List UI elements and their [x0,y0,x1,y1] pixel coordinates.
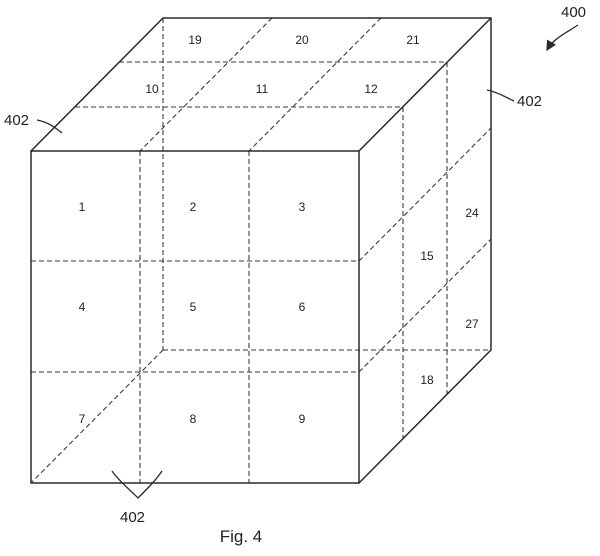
leader-line [36,119,63,134]
right-face-grid [358,62,492,439]
cell-label: 5 [190,300,197,314]
cell-label: 21 [406,33,420,47]
cell-label: 15 [420,249,434,263]
cell-label: 9 [299,412,306,426]
reference-402-bottom: 402 [111,470,163,526]
cell-label: 8 [190,412,197,426]
bracket-icon [111,470,163,499]
reference-402-right: 402 [486,89,542,110]
reference-numeral: 402 [517,93,542,110]
reference-numeral: 402 [4,112,29,129]
cell-label: 7 [79,412,86,426]
cell-label: 3 [299,200,306,214]
front-face-grid [31,151,359,483]
reference-400: 400 [546,4,586,52]
hidden-back-edges [30,18,491,484]
cell-label: 1 [79,200,86,214]
figure-caption: Fig. 4 [219,527,263,546]
cell-label: 12 [364,82,378,96]
reference-numeral: 400 [561,4,586,21]
arrow-icon [546,24,579,52]
top-face-grid [75,17,447,152]
leader-line [486,89,515,102]
cell-label: 11 [256,82,269,96]
cell-label: 19 [188,33,202,47]
cell-label: 10 [145,82,159,96]
cell-labels: 1 2 3 4 5 6 7 8 9 10 11 12 19 20 21 15 1… [79,33,479,426]
reference-numeral: 402 [120,509,145,526]
cube-outline [30,17,492,484]
cell-label: 2 [190,200,197,214]
cell-label: 4 [79,300,86,314]
cell-label: 6 [299,300,306,314]
cell-label: 24 [465,206,479,220]
cell-label: 27 [465,317,479,331]
cell-label: 20 [295,33,309,47]
reference-402-left: 402 [4,112,63,134]
cell-label: 18 [420,373,434,387]
